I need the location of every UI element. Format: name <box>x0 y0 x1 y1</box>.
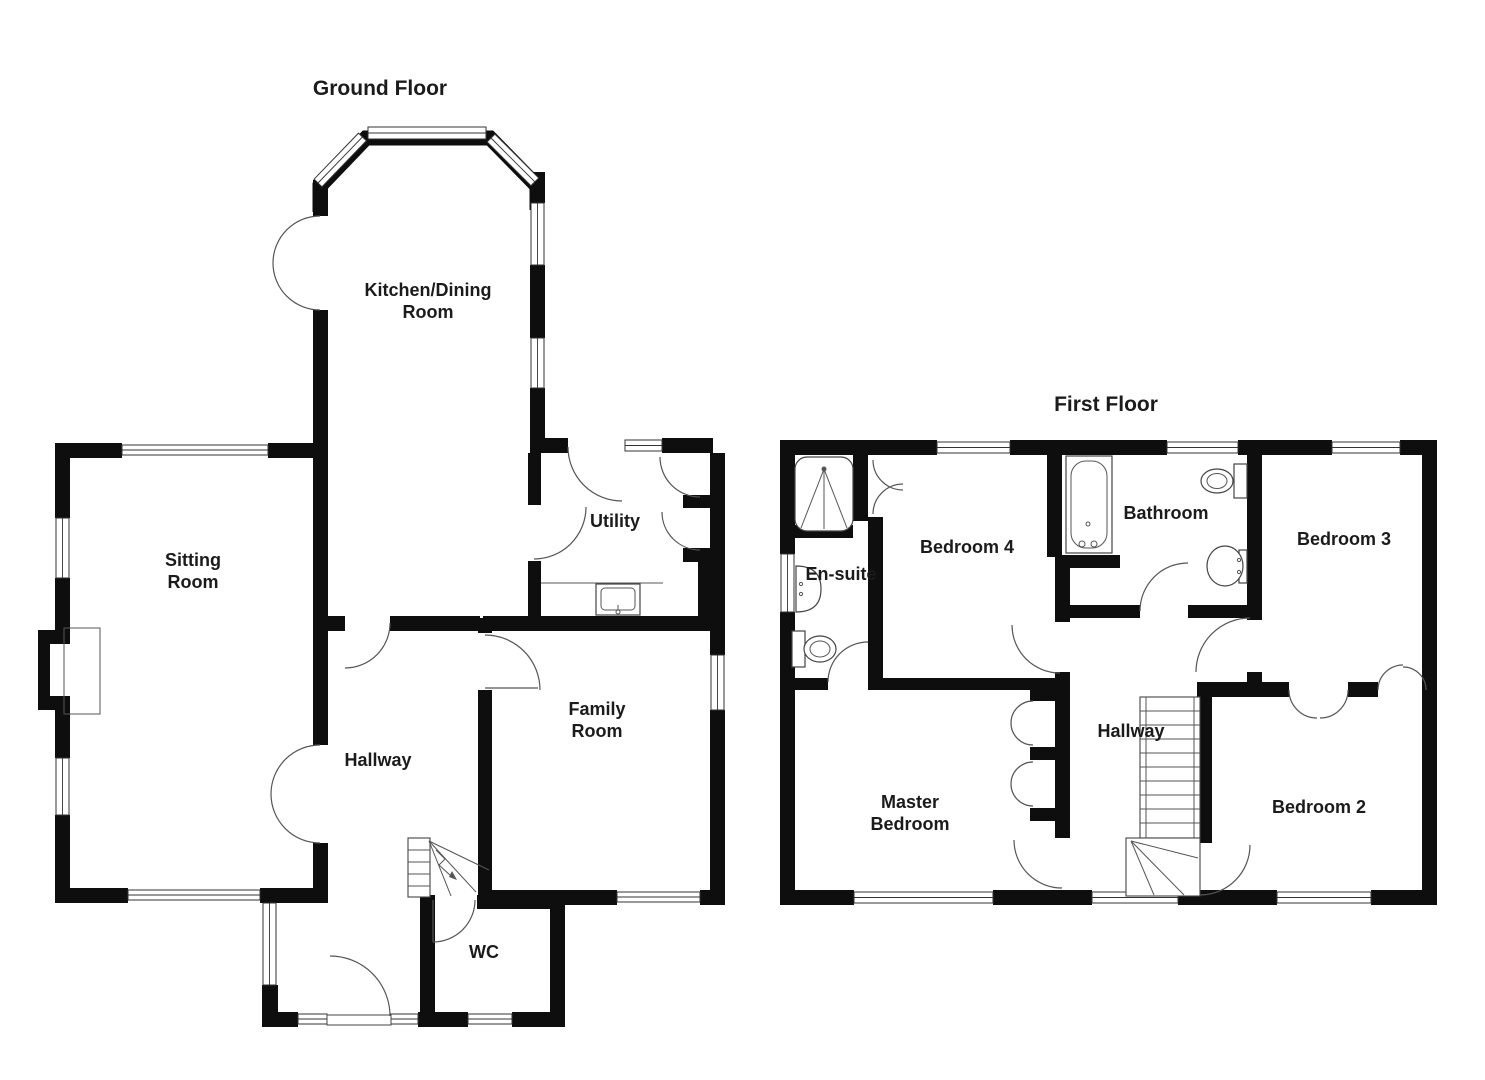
bathroom-label: Bathroom <box>1124 503 1209 523</box>
bedroom4-wardrobe-icon <box>872 459 904 491</box>
family-room-door-icon <box>484 634 541 691</box>
ground-walls <box>38 172 725 1027</box>
master-wardrobe-icon <box>1010 700 1034 724</box>
family-room-label-line2: Room <box>572 721 623 741</box>
sitting-room-double-doors-icon <box>270 744 321 795</box>
hallway-ground-label: Hallway <box>344 750 411 770</box>
bedroom2-door-icon <box>1199 844 1251 896</box>
ground-staircase-icon <box>407 837 490 898</box>
first-staircase-icon <box>1125 696 1201 897</box>
ground-doors <box>270 215 701 1026</box>
utility-label: Utility <box>590 511 640 531</box>
bathroom-door-icon <box>1139 562 1189 612</box>
cupboard-door-icon <box>659 456 701 498</box>
ensuite-label: En-suite <box>805 564 876 584</box>
utility-sink-icon <box>541 582 663 616</box>
bedroom2-wardrobe-icon <box>1288 689 1318 719</box>
ensuite-toilet-icon <box>791 630 837 668</box>
first-windows <box>780 441 1401 904</box>
bathroom-basin-icon <box>1206 545 1248 587</box>
first-walls <box>780 440 1437 905</box>
bedroom4-label: Bedroom 4 <box>920 537 1014 557</box>
ground-floor-title: Ground Floor <box>313 77 447 100</box>
fireplace-icon <box>63 627 101 715</box>
sitting-room-label-line2: Room <box>168 572 219 592</box>
cupboard-door-icon <box>661 511 701 551</box>
master-bedroom-label-line2: Bedroom <box>870 814 949 834</box>
first-floor-title: First Floor <box>1054 393 1158 416</box>
ensuite-basin-icon <box>795 565 822 613</box>
kitchen-label: Kitchen/Dining <box>365 280 492 300</box>
family-room-label: Family <box>568 699 625 719</box>
bedroom2-label: Bedroom 2 <box>1272 797 1366 817</box>
ground-windows <box>55 126 725 1025</box>
ground-floor-plan: Ground Floor Kitchen/Dining Room Sitting… <box>38 77 725 1027</box>
wc-label: WC <box>469 942 499 962</box>
master-bedroom-door-icon <box>1013 839 1063 889</box>
first-doors <box>827 459 1427 896</box>
bedroom4-door-icon <box>1011 624 1061 674</box>
bedroom3-door-icon <box>1195 617 1251 673</box>
sitting-room-label: Sitting <box>165 550 221 570</box>
master-bedroom-label: Master <box>881 792 939 812</box>
front-door-icon <box>326 1014 392 1026</box>
first-floor-plan: First Floor En-suite Bedroom 4 Bathroom … <box>780 393 1437 905</box>
bath-icon <box>1065 455 1113 554</box>
french-doors-icon <box>272 215 321 264</box>
kitchen-utility-door-icon <box>533 506 587 560</box>
wc-door-icon <box>432 899 476 943</box>
shower-icon <box>794 456 854 532</box>
utility-door-icon <box>567 446 623 502</box>
bedroom3-wardrobe-icon <box>1377 664 1404 691</box>
hallway-first-label: Hallway <box>1097 721 1164 741</box>
bathroom-toilet-icon <box>1200 463 1248 499</box>
bedroom3-label: Bedroom 3 <box>1297 529 1391 549</box>
kitchen-label-line2: Room <box>403 302 454 322</box>
ensuite-door-icon <box>827 641 869 683</box>
kitchen-hallway-door-icon <box>344 622 391 669</box>
